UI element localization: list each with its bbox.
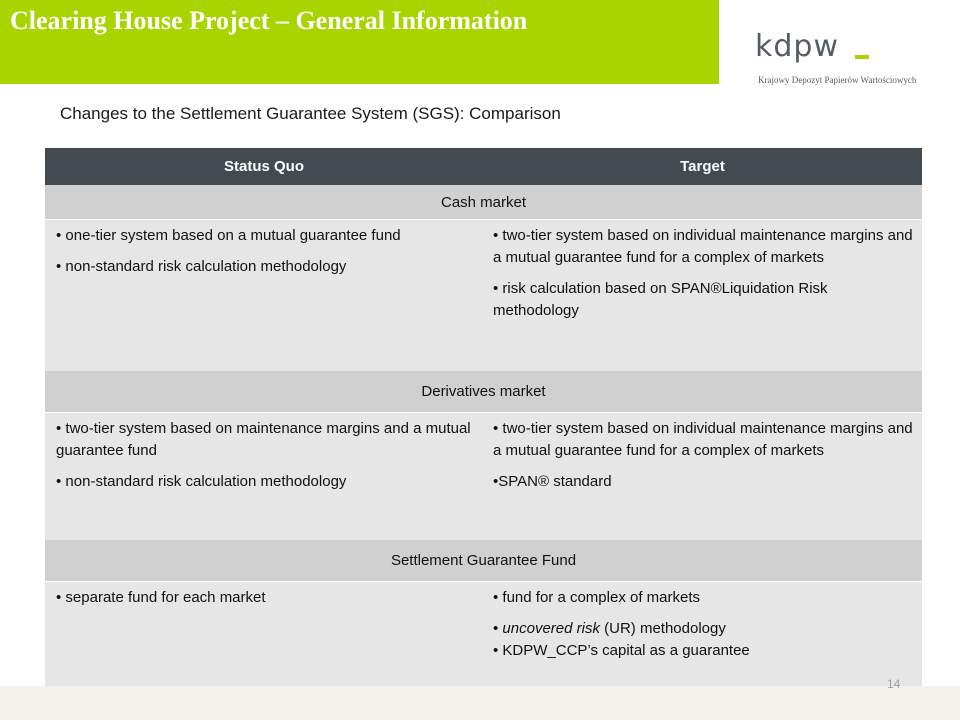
content-row-derivatives-market: • two-tier system based on maintenance m… — [45, 413, 922, 540]
column-header-status-quo: Status Quo — [223, 158, 304, 175]
list-item: • risk calculation based on SPAN®Liquida… — [493, 280, 828, 319]
list-item: • two-tier system based on individual ma… — [493, 420, 913, 459]
uncovered-risk-term: uncovered risk — [502, 620, 600, 637]
footer-band — [0, 686, 960, 720]
title-bar: Clearing House Project – General Informa… — [0, 0, 719, 84]
list-item: • KDPW_CCP’s capital as a guarantee — [493, 642, 750, 659]
fund-target-cell: • fund for a complex of markets • uncove… — [483, 582, 922, 694]
content-row-settlement-guarantee-fund: • separate fund for each market • fund f… — [45, 582, 922, 694]
list-item: • fund for a complex of markets — [493, 589, 701, 606]
methodology-text: (UR) methodology — [599, 620, 726, 637]
logo-tagline: Krajowy Depozyt Papierów Wartościowych — [758, 75, 917, 85]
derivatives-target-cell: • two-tier system based on individual ma… — [483, 413, 922, 540]
comparison-table: Status Quo Target Cash market • one-tier… — [45, 148, 922, 694]
list-item: • separate fund for each market — [56, 589, 266, 606]
fund-status-quo-cell: • separate fund for each market — [45, 582, 483, 694]
logo-underscore-mark — [855, 55, 869, 59]
table-header-row: Status Quo Target — [45, 148, 922, 185]
list-item: • one-tier system based on a mutual guar… — [56, 227, 401, 244]
list-item: • uncovered risk (UR) methodology — [493, 618, 914, 640]
section-row-cash-market: Cash market — [45, 185, 922, 220]
section-row-derivatives-market: Derivatives market — [45, 371, 922, 413]
list-item: • non-standard risk calculation methodol… — [56, 258, 347, 275]
list-item: • two-tier system based on maintenance m… — [56, 420, 471, 459]
slide-subtitle: Changes to the Settlement Guarantee Syst… — [60, 104, 561, 123]
section-row-settlement-guarantee-fund: Settlement Guarantee Fund — [45, 540, 922, 582]
derivatives-status-quo-cell: • two-tier system based on maintenance m… — [45, 413, 483, 540]
list-item: • non-standard risk calculation methodol… — [56, 473, 347, 490]
list-item: • two-tier system based on individual ma… — [493, 227, 913, 266]
kdpw-logo: kdpw Krajowy Depozyt Papierów Wartościow… — [755, 30, 930, 90]
cash-status-quo-cell: • one-tier system based on a mutual guar… — [45, 220, 483, 371]
bullet-marker: • — [493, 620, 503, 637]
page-number: 14 — [887, 677, 901, 691]
content-row-cash-market: • one-tier system based on a mutual guar… — [45, 220, 922, 371]
list-item: •SPAN® standard — [493, 473, 612, 490]
column-header-target: Target — [680, 158, 725, 175]
slide-title: Clearing House Project – General Informa… — [10, 6, 528, 35]
cash-target-cell: • two-tier system based on individual ma… — [483, 220, 922, 371]
logo-wordmark: kdpw — [755, 29, 839, 64]
